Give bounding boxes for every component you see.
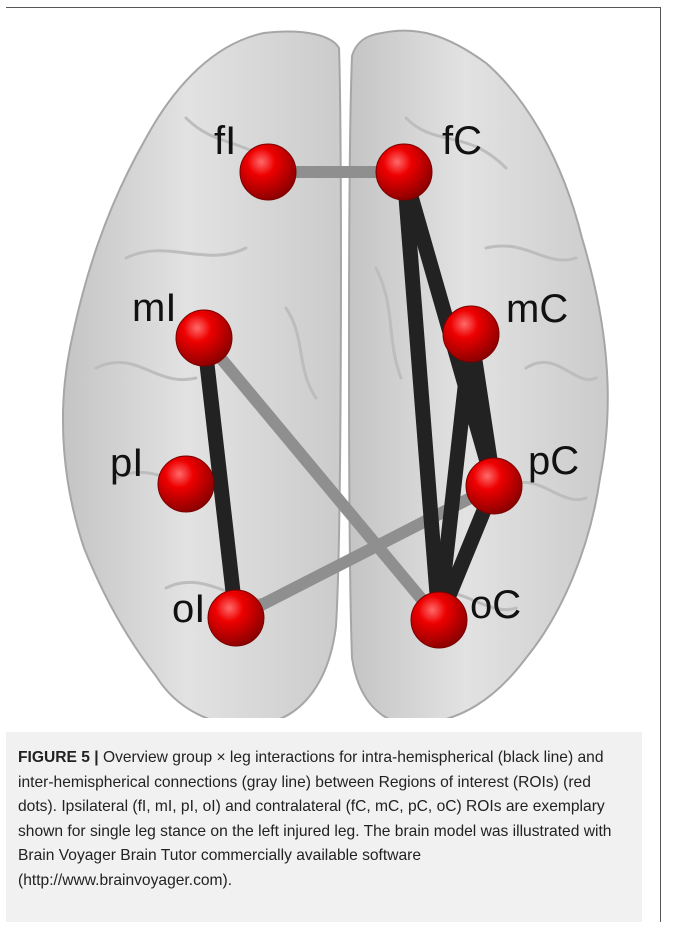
- roi-label-fC: fC: [442, 119, 482, 163]
- roi-node-fI: [240, 144, 296, 200]
- roi-node-fC: [376, 144, 432, 200]
- caption-text: FIGURE 5 | Overview group × leg interact…: [18, 746, 630, 894]
- roi-label-mI: mI: [132, 286, 176, 330]
- roi-label-mC: mC: [506, 287, 568, 331]
- roi-node-mC: [443, 306, 499, 362]
- figure-caption: FIGURE 5 | Overview group × leg interact…: [6, 732, 642, 922]
- figure-panel: fI mI pI oI fC mC pC oC: [6, 8, 660, 718]
- roi-node-oI: [208, 590, 264, 646]
- roi-label-oI: oI: [172, 587, 205, 631]
- roi-node-oC: [411, 592, 467, 648]
- roi-node-pC: [466, 458, 522, 514]
- roi-label-oC: oC: [470, 583, 521, 627]
- brain-connectivity-diagram: fI mI pI oI fC mC pC oC: [6, 8, 660, 718]
- roi-node-pI: [158, 456, 214, 512]
- roi-label-pI: pI: [110, 441, 143, 485]
- caption-body: Overview group × leg interactions for in…: [18, 749, 611, 889]
- roi-label-fI: fI: [214, 119, 236, 163]
- roi-label-pC: pC: [528, 439, 579, 483]
- roi-node-mI: [176, 310, 232, 366]
- caption-label: FIGURE 5 |: [18, 749, 99, 766]
